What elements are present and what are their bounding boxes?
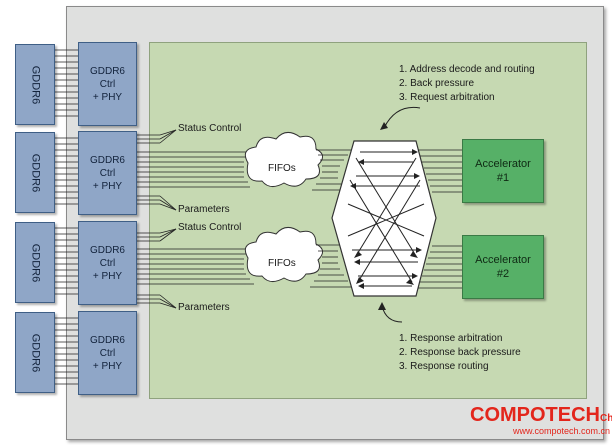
fifo-label-bottom: FIFOs bbox=[268, 258, 296, 269]
note-item: 3. Request arbitration bbox=[399, 92, 495, 103]
fifo-crossbar-links bbox=[310, 149, 352, 288]
gddr6-controller-4: GDDR6 Ctrl + PHY bbox=[78, 311, 137, 395]
ctrl3-bus bbox=[137, 228, 254, 309]
gddr6-controller-3: GDDR6 Ctrl + PHY bbox=[78, 221, 137, 305]
fifo-cloud-top bbox=[244, 132, 323, 187]
notes-request-path: 1. Address decode and routing 2. Back pr… bbox=[399, 63, 535, 105]
note-item: 2. Response back pressure bbox=[399, 347, 521, 358]
ctrl-label-line1: GDDR6 Ctrl bbox=[89, 154, 125, 179]
brand-suffix: China bbox=[600, 413, 612, 424]
ctrl-label-line2: + PHY bbox=[92, 91, 123, 103]
brand-url: www.compotech.com.cn bbox=[512, 426, 610, 436]
parameters-label-top: Parameters bbox=[178, 204, 230, 215]
gddr6-chip-3: GDDR6 bbox=[15, 222, 55, 303]
ctrl2-bus bbox=[137, 129, 250, 211]
note-item: 1. Address decode and routing bbox=[399, 64, 535, 75]
notes-response-path: 1. Response arbitration 2. Response back… bbox=[399, 332, 521, 374]
ctrl-label-line1: GDDR6 Ctrl bbox=[89, 65, 125, 90]
ctrl-label-line1: GDDR6 Ctrl bbox=[89, 244, 125, 269]
ctrl-label-line1: GDDR6 Ctrl bbox=[89, 334, 125, 359]
note-item: 2. Back pressure bbox=[399, 78, 475, 89]
accelerator-label-line2: #2 bbox=[496, 268, 510, 280]
accelerator-label-line2: #1 bbox=[496, 172, 510, 184]
gddr6-controller-1: GDDR6 Ctrl + PHY bbox=[78, 42, 137, 126]
note-arrow-top bbox=[383, 106, 421, 129]
fifo-cloud-bottom bbox=[244, 227, 323, 282]
accelerator-2: Accelerator #2 bbox=[462, 235, 544, 299]
ctrl-label-line2: + PHY bbox=[92, 180, 123, 192]
gddr6-label: GDDR6 bbox=[29, 65, 42, 104]
gddr-links bbox=[55, 49, 78, 385]
crossbar-switch bbox=[331, 140, 437, 297]
parameters-label-bottom: Parameters bbox=[178, 302, 230, 313]
note-arrowhead-bottom bbox=[378, 302, 386, 310]
gddr6-label: GDDR6 bbox=[29, 243, 42, 282]
accelerator-label-line1: Accelerator bbox=[475, 254, 531, 266]
status-control-label-top: Status Control bbox=[178, 123, 242, 134]
accelerator-1: Accelerator #1 bbox=[462, 139, 544, 203]
gddr6-label: GDDR6 bbox=[29, 153, 42, 192]
accel-links bbox=[418, 149, 462, 289]
gddr6-chip-4: GDDR6 bbox=[15, 312, 55, 393]
ctrl-label-line2: + PHY bbox=[92, 360, 123, 372]
note-arrowhead-top bbox=[380, 122, 388, 130]
status-control-label-bottom: Status Control bbox=[178, 222, 242, 233]
gddr6-chip-2: GDDR6 bbox=[15, 132, 55, 213]
gddr6-chip-1: GDDR6 bbox=[15, 44, 55, 125]
crossbar-paths bbox=[347, 151, 425, 287]
gddr6-label: GDDR6 bbox=[29, 333, 42, 372]
note-item: 3. Response routing bbox=[399, 361, 489, 372]
crossbar-arrowheads bbox=[350, 149, 422, 289]
fifo-label-top: FIFOs bbox=[268, 163, 296, 174]
ctrl-label-line2: + PHY bbox=[92, 270, 123, 282]
note-item: 1. Response arbitration bbox=[399, 333, 503, 344]
brand-name: COMPOTECH bbox=[470, 404, 600, 426]
compotech-watermark: COMPOTECHChina www.compotech.com.cn bbox=[470, 404, 612, 444]
accelerator-label-line1: Accelerator bbox=[475, 158, 531, 170]
gddr6-controller-2: GDDR6 Ctrl + PHY bbox=[78, 131, 137, 215]
